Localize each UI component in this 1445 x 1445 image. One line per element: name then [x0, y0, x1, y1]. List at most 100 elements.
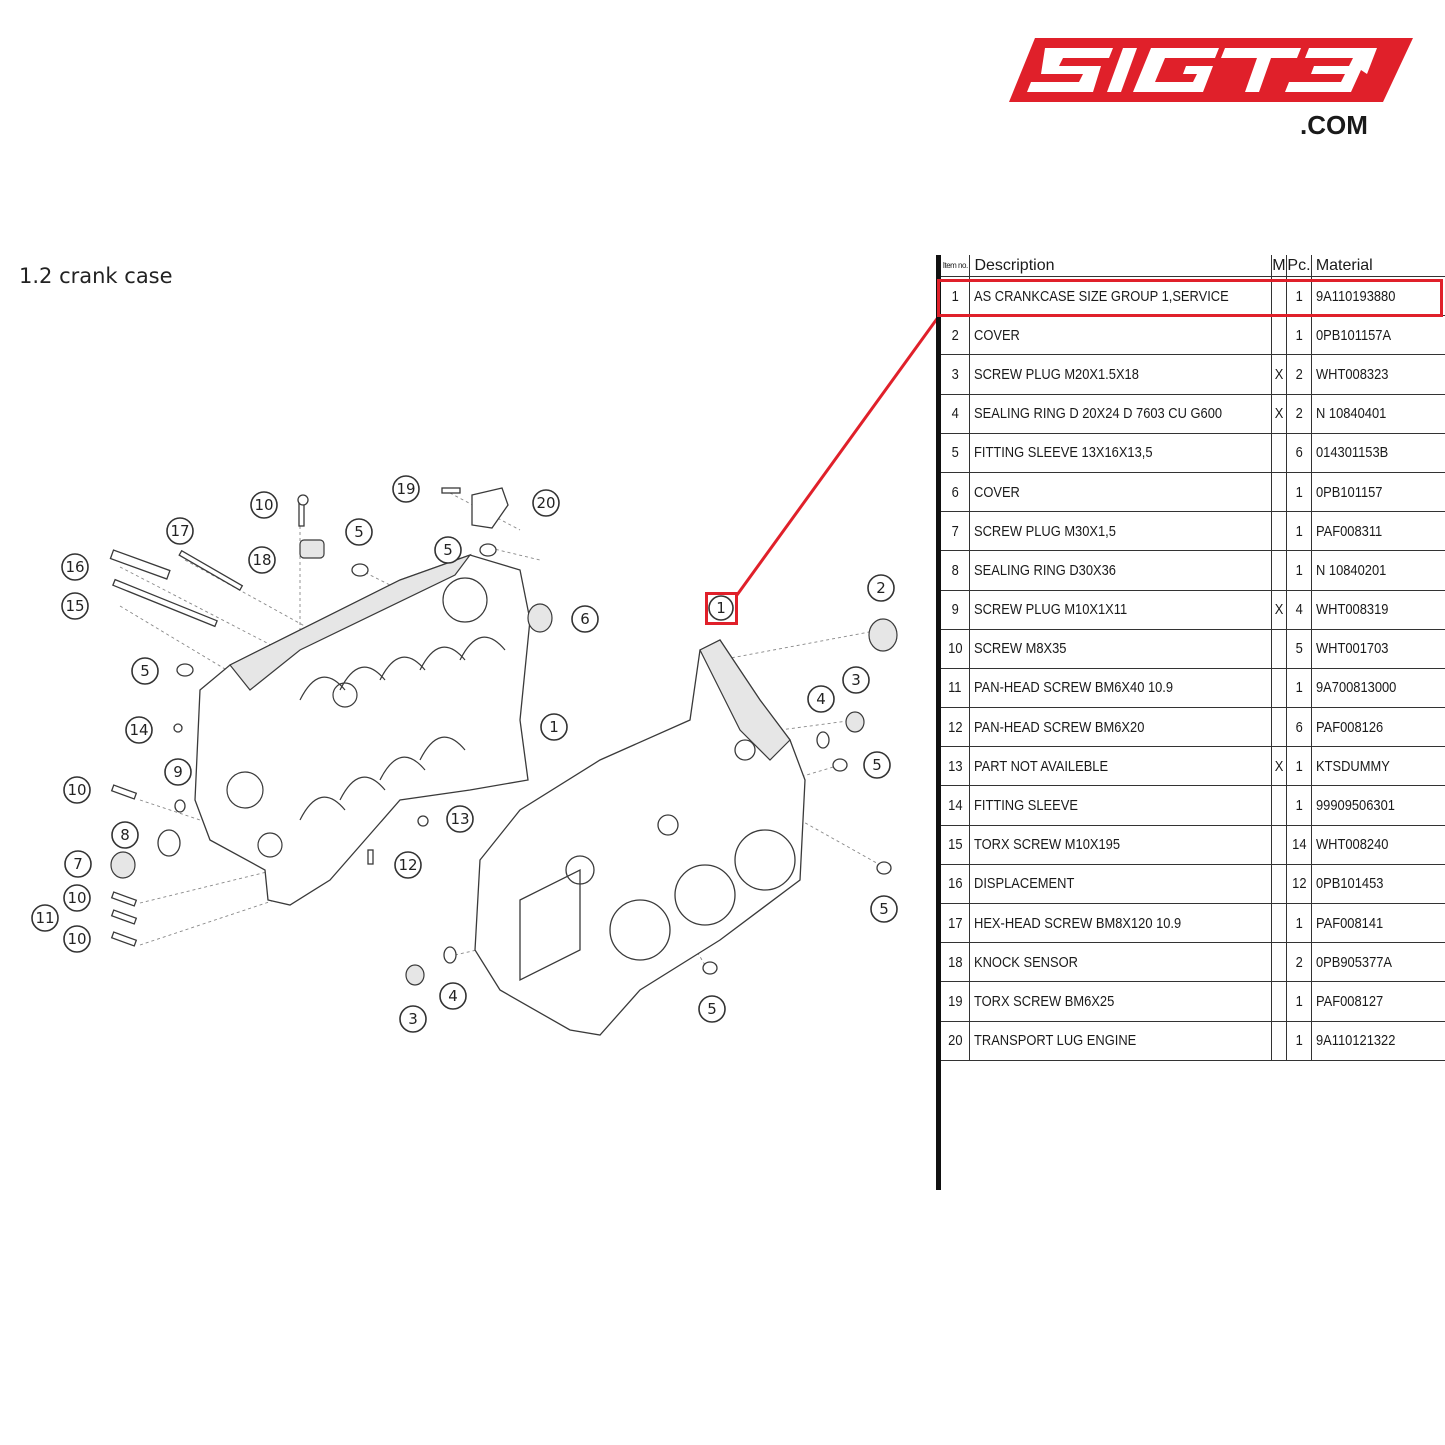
cell-m	[1271, 550, 1288, 591]
cell-description-text: PAN-HEAD SCREW BM6X20	[974, 718, 1145, 736]
cell-pc-text: 1	[1295, 522, 1303, 540]
callout-9[interactable]: 9	[164, 758, 192, 786]
cell-material-text: 9A110121322	[1315, 1032, 1396, 1050]
cell-item-no: 8	[935, 550, 971, 591]
cell-item-no-text: 1	[951, 287, 959, 305]
callout-4-right[interactable]: 4	[807, 685, 835, 713]
callout-20[interactable]: 20	[532, 489, 560, 517]
cell-item-no-text: 19	[948, 992, 963, 1010]
callout-7[interactable]: 7	[64, 850, 92, 878]
callout-2[interactable]: 2	[867, 574, 895, 602]
cell-item-no: 7	[935, 511, 971, 552]
callout-15[interactable]: 15	[61, 592, 89, 620]
cell-description-text: TORX SCREW BM6X25	[974, 992, 1115, 1010]
cell-material-text: PAF008127	[1315, 992, 1384, 1010]
callout-4-bottom[interactable]: 4	[439, 982, 467, 1010]
callout-5-c[interactable]: 5	[131, 657, 159, 685]
svg-text:1: 1	[716, 599, 726, 617]
cell-material: PAF008141	[1311, 903, 1445, 944]
callout-10-b[interactable]: 10	[63, 884, 91, 912]
callout-5-f[interactable]: 5	[698, 995, 726, 1023]
cell-material-text: 014301153B	[1315, 444, 1389, 462]
svg-text:2: 2	[876, 579, 886, 597]
cell-pc-text: 6	[1295, 718, 1303, 736]
cell-description-text: COVER	[974, 326, 1021, 344]
callout-14[interactable]: 14	[125, 716, 153, 744]
svg-text:4: 4	[816, 690, 826, 708]
callout-10-top[interactable]: 10	[250, 491, 278, 519]
cell-item-no-text: 17	[948, 914, 963, 932]
cell-material: 014301153B	[1311, 433, 1445, 473]
callout-3-right[interactable]: 3	[842, 666, 870, 694]
svg-text:3: 3	[851, 671, 861, 689]
cell-item-no: 13	[935, 746, 971, 787]
callout-8[interactable]: 8	[111, 821, 139, 849]
cell-item-no: 15	[935, 825, 971, 865]
callout-10-c[interactable]: 10	[63, 925, 91, 953]
cell-item-no: 20	[935, 1021, 971, 1061]
svg-text:5: 5	[872, 756, 882, 774]
cell-description: PAN-HEAD SCREW BM6X20	[969, 707, 1272, 748]
callout-1-right[interactable]: 1	[708, 595, 734, 621]
cell-pc-text: 1	[1295, 1032, 1303, 1050]
section-title: 1.2 crank case	[19, 264, 173, 288]
crankcase-upper-half	[194, 553, 531, 906]
brand-logo[interactable]	[1005, 30, 1417, 150]
callout-5-b[interactable]: 5	[434, 536, 462, 564]
cell-material: KTSDUMMY	[1311, 746, 1445, 787]
svg-text:6: 6	[580, 610, 590, 628]
cell-pc-text: 1	[1295, 914, 1303, 932]
cell-pc: 2	[1286, 354, 1312, 395]
callout-19[interactable]: 19	[392, 475, 420, 503]
callout-12[interactable]: 12	[394, 851, 422, 879]
callout-13[interactable]: 13	[446, 805, 474, 833]
cell-material: 9A110121322	[1311, 1021, 1445, 1061]
svg-text:10: 10	[67, 930, 86, 948]
callout-5-e[interactable]: 5	[870, 895, 898, 923]
callout-3-bottom[interactable]: 3	[399, 1005, 427, 1033]
cell-material-text: 9A700813000	[1315, 679, 1397, 697]
callout-10-a[interactable]: 10	[63, 776, 91, 804]
callout-18[interactable]: 18	[248, 546, 276, 574]
svg-text:10: 10	[67, 781, 86, 799]
callout-5-d[interactable]: 5	[863, 751, 891, 779]
callout-6[interactable]: 6	[571, 605, 599, 633]
highlight-box-callout	[705, 592, 738, 625]
callout-1-left[interactable]: 1	[540, 713, 568, 741]
cell-description: AS CRANKCASE SIZE GROUP 1,SERVICE	[969, 276, 1272, 317]
callout-11[interactable]: 11	[31, 904, 59, 932]
cell-item-no: 6	[935, 472, 971, 513]
callout-16[interactable]: 16	[61, 553, 89, 581]
cell-description: SCREW M8X35	[969, 629, 1272, 669]
cell-description: SCREW PLUG M30X1,5	[969, 511, 1272, 552]
callout-17[interactable]: 17	[166, 517, 194, 545]
callout-5-a[interactable]: 5	[345, 518, 373, 546]
cell-item-no-text: 14	[948, 797, 963, 815]
cell-pc: 1	[1286, 668, 1312, 709]
cell-item-no-text: 18	[948, 953, 963, 971]
header-item-no: Item no.	[935, 255, 971, 277]
cell-m: X	[1271, 354, 1288, 395]
cell-m-text: X	[1274, 405, 1284, 423]
cell-m	[1271, 707, 1288, 748]
